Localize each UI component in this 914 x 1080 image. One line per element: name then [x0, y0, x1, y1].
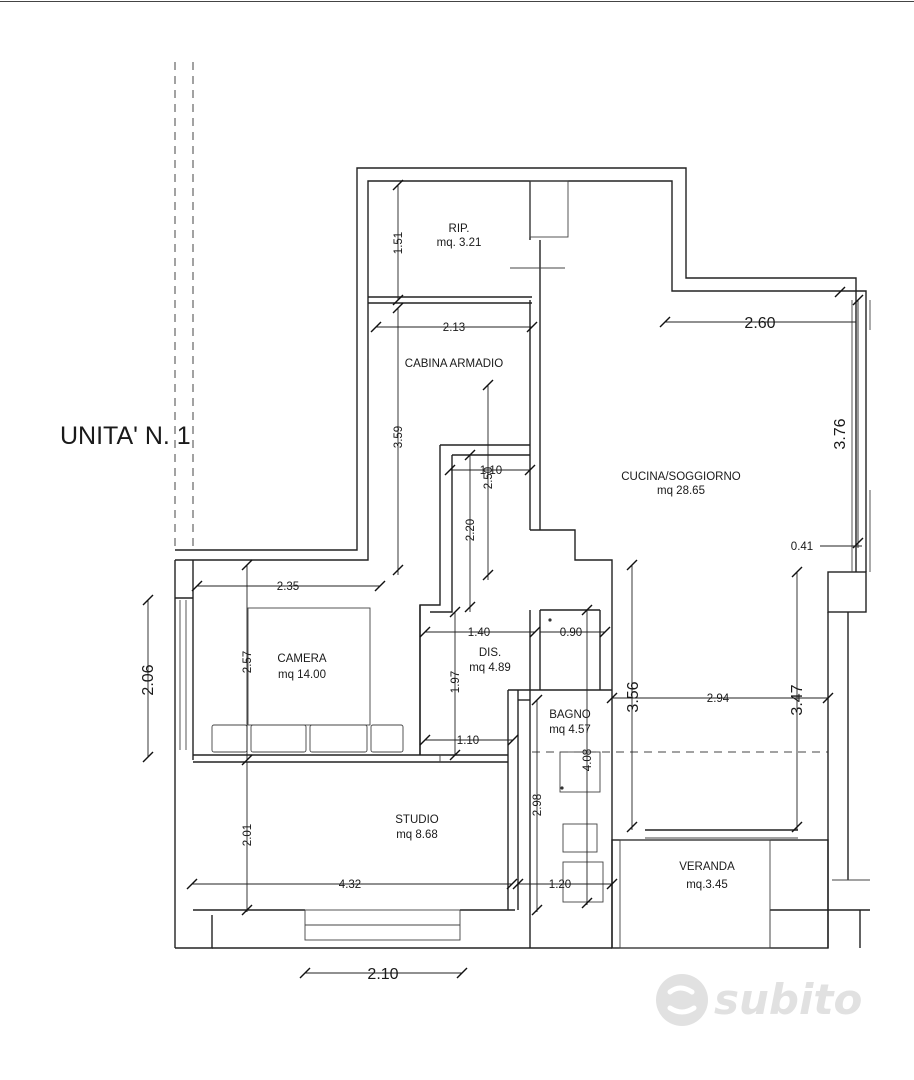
room-camera-name: CAMERA	[277, 653, 327, 665]
dim-2-10: 2.10	[367, 966, 398, 983]
dim-1-10-lower: 1.10	[457, 735, 479, 747]
dim-2-94: 2.94	[707, 693, 730, 705]
room-cucina-area: mq 28.65	[657, 485, 705, 497]
room-veranda-area: mq.3.45	[686, 879, 728, 891]
dim-3-56: 3.56	[625, 681, 642, 712]
sink	[562, 861, 604, 903]
subito-logo-icon	[656, 974, 708, 1026]
room-rip-name: RIP.	[449, 223, 470, 235]
dim-2-57: 2.57	[242, 651, 254, 673]
exterior-walls	[174, 167, 871, 949]
dim-2-50: 2.50	[483, 467, 495, 489]
dim-2-98: 2.98	[532, 794, 544, 816]
dim-0-41: 0.41	[791, 541, 813, 553]
bed	[247, 607, 371, 726]
dim-1-20: 1.20	[549, 879, 571, 891]
dim-4-08: 4.08	[582, 749, 594, 771]
dimension-lines	[142, 179, 864, 979]
dim-1-40: 1.40	[468, 627, 490, 639]
dim-3-76: 3.76	[832, 418, 849, 449]
dim-2-06: 2.06	[140, 664, 157, 695]
dim-3-47: 3.47	[789, 684, 806, 715]
toilet	[562, 823, 598, 853]
room-studio-area: mq 8.68	[396, 829, 438, 841]
room-rip-area: mq. 3.21	[437, 237, 482, 249]
room-bagno-area: mq 4.57	[549, 724, 591, 736]
dim-1-10-upper: 1.10	[480, 465, 502, 477]
room-dis-name: DIS.	[479, 647, 501, 659]
room-labels: RIP. mq. 3.21 CABINA ARMADIO CUCINA/SOGG…	[277, 223, 740, 891]
dim-0-90: 0.90	[560, 627, 582, 639]
watermark-text: subito	[714, 975, 862, 1024]
room-dis-area: mq 4.89	[469, 662, 511, 674]
room-studio-name: STUDIO	[395, 814, 439, 826]
dim-1-51: 1.51	[393, 232, 405, 254]
shower	[559, 751, 601, 793]
boundary-dashed-lines	[174, 62, 828, 753]
dim-2-13: 2.13	[443, 322, 465, 334]
dim-4-32: 4.32	[339, 879, 361, 891]
room-cabina-name: CABINA ARMADIO	[405, 358, 503, 370]
interior-walls	[193, 180, 829, 949]
room-bagno-name: BAGNO	[549, 709, 591, 721]
dim-2-20: 2.20	[465, 519, 477, 541]
dim-2-35: 2.35	[277, 581, 299, 593]
dim-1-97: 1.97	[450, 671, 462, 693]
dim-2-60: 2.60	[744, 315, 775, 332]
room-camera-area: mq 14.00	[278, 669, 326, 681]
dimension-labels: 1.51 2.13 2.60 3.59 3.76 2.50 1.10 2.20 …	[140, 232, 849, 983]
dim-2-01: 2.01	[242, 824, 254, 846]
dim-3-59: 3.59	[393, 426, 405, 448]
subito-watermark: subito	[656, 974, 862, 1026]
plan-title: UNITA' N. 1	[60, 422, 191, 450]
room-veranda-name: VERANDA	[679, 861, 735, 873]
room-cucina-name: CUCINA/SOGGIORNO	[621, 471, 741, 483]
